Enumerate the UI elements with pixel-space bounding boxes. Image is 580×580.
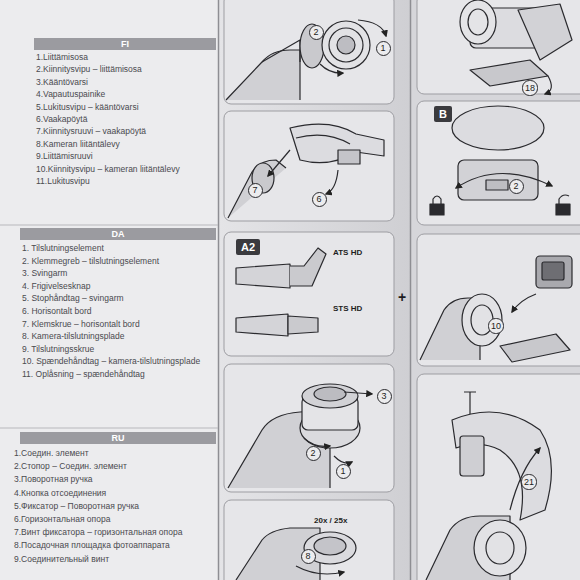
callout-number: 8 <box>301 549 316 564</box>
figure-label: 20x / 25x <box>314 516 347 525</box>
callout-text: B <box>439 108 447 120</box>
page-fold <box>0 225 218 226</box>
callout-text: 1 <box>380 43 385 53</box>
section-header: DA <box>20 228 216 240</box>
callout-number: 1 <box>376 41 391 56</box>
part-name: 4. Frigivelsesknap <box>22 281 91 291</box>
part-name: 1.Соедин. элемент <box>14 448 89 458</box>
part-name: 3.Поворотная ручка <box>14 474 93 484</box>
parts-list-page <box>0 0 218 580</box>
part-name: 1.Liittämisosa <box>36 52 88 62</box>
section-code: RU <box>112 433 125 443</box>
part-name: 9.Соединительный винт <box>14 554 109 564</box>
section-header: FI <box>34 38 216 50</box>
panel-letter: A2 <box>236 239 260 255</box>
part-name: 8.Kameran liitäntälevy <box>36 139 120 149</box>
part-name: 5. Stophåndtag – svingarm <box>22 293 124 303</box>
part-name: 11. Oplåsning – spændehåndtag <box>22 369 145 379</box>
callout-text: 1 <box>340 466 345 476</box>
callout-text: 6 <box>316 194 321 204</box>
part-name: 5.Lukitusvipu – kääntövarsi <box>36 102 139 112</box>
callout-text: 7 <box>252 185 257 195</box>
part-name: 10. Spændehåndtag – kamera-tilslutningsp… <box>22 356 200 366</box>
callout-number: 1 <box>336 464 351 479</box>
part-name: 8.Посадочная площадка фотоаппарата <box>14 540 170 550</box>
part-name: 4.Vapautuspainike <box>36 89 105 99</box>
part-name: 7.Винт фиксатора – горизонтальная опора <box>14 527 182 537</box>
callout-text: 10 <box>491 321 501 331</box>
callout-text: 18 <box>525 83 535 93</box>
part-name: 8. Kamera-tilslutningsplade <box>22 331 125 341</box>
page-fold <box>410 0 412 580</box>
figure-panel <box>224 0 580 580</box>
callout-number: 3 <box>377 389 392 404</box>
callout-text: 21 <box>524 477 534 487</box>
callout-text: 8 <box>305 551 310 561</box>
part-name: 2.Стопор – Соедин. элемент <box>14 461 127 471</box>
figure-label: + <box>398 289 406 305</box>
figure-label: STS HD <box>333 304 362 313</box>
part-name: 6.Горизонтальная опора <box>14 514 110 524</box>
part-name: 3.Kääntövarsi <box>36 77 88 87</box>
line-art <box>226 0 572 580</box>
part-name: 2. Klemmegreb – tilslutningselement <box>22 256 159 266</box>
callout-text: 2 <box>310 448 315 458</box>
part-name: 9.Liittämisruuvi <box>36 151 93 161</box>
page-fold <box>0 428 218 429</box>
callout-text: 2 <box>313 27 318 37</box>
callout-number: 21 <box>521 474 536 489</box>
callout-number: 6 <box>312 192 327 207</box>
section-code: DA <box>112 229 125 239</box>
part-name: 7.Kiinnitysruuvi – vaakapöytä <box>36 126 146 136</box>
part-name: 11.Lukitusvipu <box>36 176 90 186</box>
part-name: 6. Horisontalt bord <box>22 306 91 316</box>
part-name: 2.Kiinnitysvipu – liittämisosa <box>36 64 142 74</box>
part-name: 7. Klemskrue – horisontalt bord <box>22 319 140 329</box>
figure-label: ATS HD <box>333 248 362 257</box>
callout-number: 18 <box>522 80 537 95</box>
callout-text: A2 <box>241 241 255 253</box>
panel-letter: B <box>434 106 452 122</box>
part-name: 5.Фиксатор – Поворотная ручка <box>14 501 139 511</box>
callout-number: 7 <box>248 183 263 198</box>
callout-number: 2 <box>509 179 524 194</box>
part-name: 6.Vaakapöytä <box>36 114 87 124</box>
part-name: 3. Svingarm <box>22 268 67 278</box>
callout-number: 10 <box>488 318 503 333</box>
section-header: RU <box>20 432 216 444</box>
part-name: 4.Кнопка отсоединения <box>14 488 106 498</box>
callout-number: 2 <box>309 25 324 40</box>
part-name: 10.Kiinnitysvipu – kameran liitäntälevy <box>36 164 180 174</box>
lock-icon <box>430 196 444 215</box>
callout-text: 2 <box>513 181 518 191</box>
part-name: 9. Tilslutningsskrue <box>22 344 94 354</box>
part-name: 1. Tilslutningselement <box>22 243 104 253</box>
page-fold <box>218 0 220 580</box>
section-code: FI <box>121 39 129 49</box>
callout-number: 2 <box>306 446 321 461</box>
callout-text: 3 <box>381 391 386 401</box>
unlock-icon <box>556 195 570 215</box>
